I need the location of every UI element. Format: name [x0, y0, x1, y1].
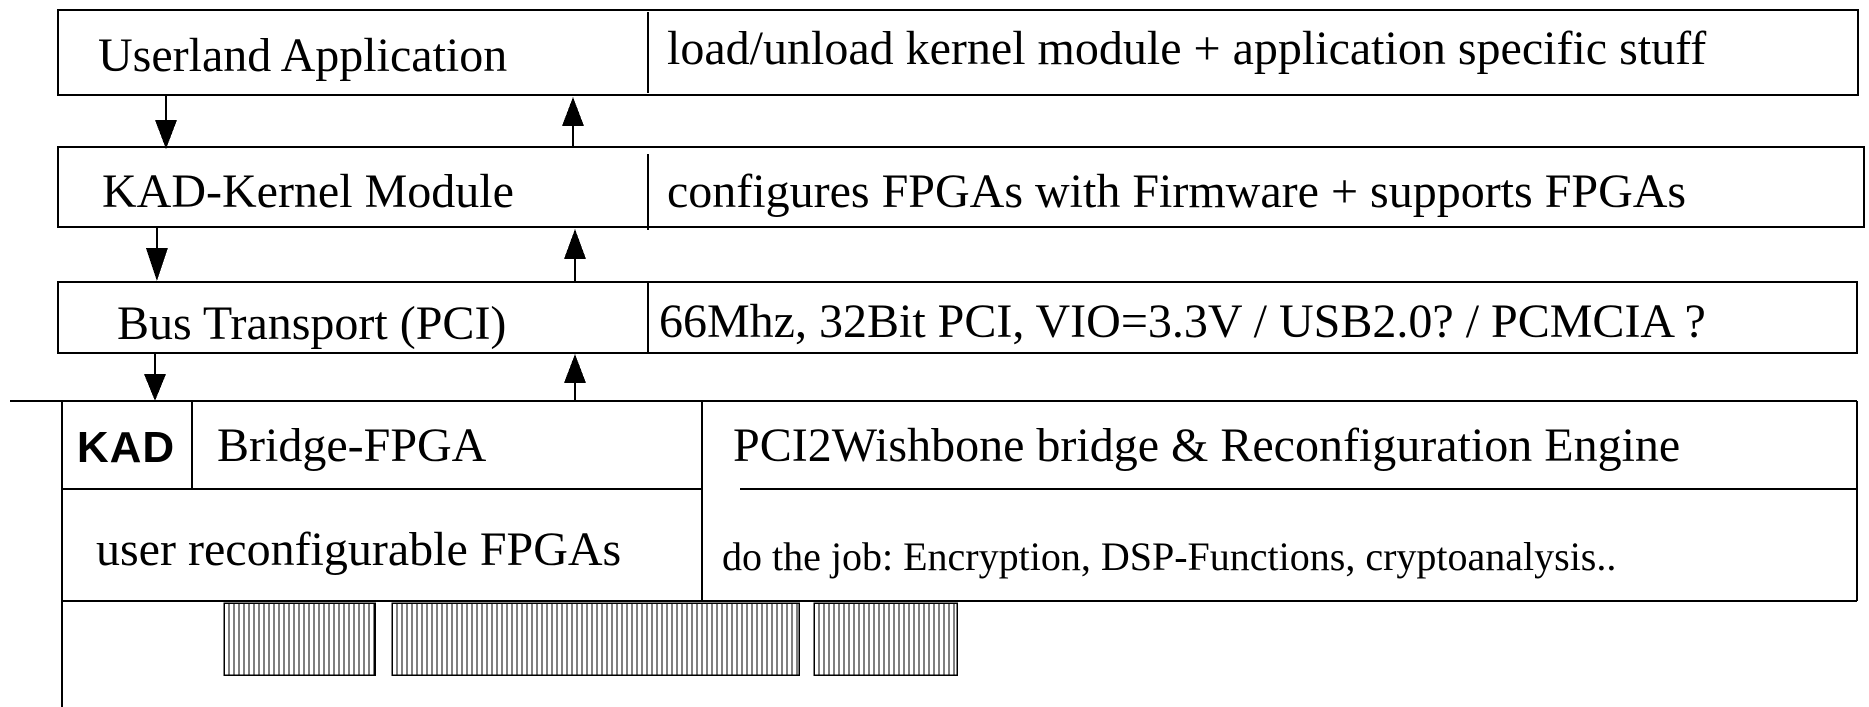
connector-block-2 [391, 602, 800, 676]
arrow-down-3-head [144, 374, 166, 401]
bus-description: 66Mhz, 32Bit PCI, VIO=3.3V / USB2.0? / P… [659, 295, 1706, 348]
arrow-up-1-head [562, 97, 584, 126]
connector-pins [228, 603, 955, 675]
bridge-fpga-description: PCI2Wishbone bridge & Reconfiguration En… [733, 419, 1680, 472]
userland-description: load/unload kernel module + application … [667, 22, 1706, 75]
kernel-label: KAD-Kernel Module [102, 165, 514, 218]
arrow-up-3-head [564, 354, 586, 383]
bus-label: Bus Transport (PCI) [117, 297, 506, 350]
connector-block-3 [813, 602, 958, 676]
arrow-down-1-head [155, 120, 177, 149]
userland-layer-box [57, 9, 1859, 96]
kernel-description: configures FPGAs with Firmware + support… [667, 165, 1686, 218]
arrow-down-2-head [146, 248, 168, 281]
kad-logo: KAD [77, 423, 175, 472]
bridge-fpga-label: Bridge-FPGA [217, 419, 487, 472]
user-fpgas-label: user reconfigurable FPGAs [96, 523, 621, 576]
bus-layer-box [57, 281, 1858, 354]
arrow-up-2-head [564, 229, 586, 259]
userland-label: Userland Application [98, 29, 507, 82]
kernel-layer-box [57, 146, 1865, 228]
user-fpgas-description: do the job: Encryption, DSP-Functions, c… [722, 534, 1616, 579]
